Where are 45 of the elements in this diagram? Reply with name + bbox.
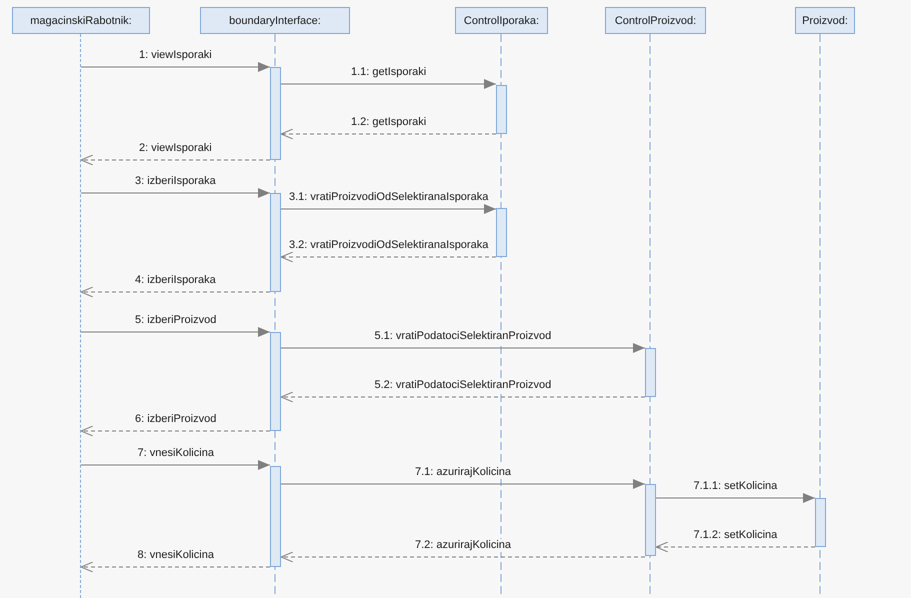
- message-arrow: [80, 327, 270, 337]
- message-arrow: [280, 552, 646, 562]
- message-label: 3.2: vratiProizvodiOdSelektiranaIsporaka: [287, 239, 490, 252]
- message-label: 4: izberiIsporaka: [133, 274, 218, 287]
- message-arrow: [80, 188, 270, 198]
- message-label: 3: izberiIsporaka: [133, 175, 218, 188]
- activation-bar: [815, 498, 826, 547]
- participant-box: ControlIporaka:: [455, 7, 548, 34]
- message-arrow: [80, 286, 270, 298]
- activation-bar: [270, 466, 281, 567]
- message-label: 1.2: getIsporaki: [349, 116, 428, 129]
- activation-bar: [496, 85, 507, 134]
- participant-box: magacinskiRabotnik:: [12, 7, 150, 34]
- message-label: 1: viewIsporaki: [137, 49, 214, 62]
- activation-bar: [270, 193, 281, 292]
- message-arrow: [280, 252, 496, 262]
- participant-box: ControlProizvod:: [605, 7, 706, 34]
- message-label: 5.2: vratiPodatociSelektiranProizvod: [372, 379, 554, 392]
- message-label: 3.1: vratiProizvodiOdSelektiranaIsporaka: [287, 191, 490, 204]
- message-arrow: [280, 392, 646, 402]
- message-arrow: [280, 343, 646, 353]
- message-arrow: [80, 62, 270, 72]
- activation-bar: [496, 208, 507, 257]
- activation-bar: [645, 484, 656, 556]
- message-arrow: [80, 154, 270, 166]
- participant-box: Proizvod:: [795, 7, 855, 34]
- activation-bar: [270, 67, 281, 160]
- activation-bar: [270, 332, 281, 431]
- message-arrow: [280, 479, 646, 489]
- message-arrow: [80, 460, 270, 470]
- message-label: 7.1: azurirajKolicina: [413, 466, 513, 479]
- message-arrow: [280, 79, 496, 89]
- message-arrow: [80, 426, 270, 436]
- message-label: 1.1: getIsporaki: [349, 66, 428, 79]
- message-label: 2: viewIsporaki: [137, 142, 214, 155]
- lifeline: [80, 34, 81, 598]
- message-arrow: [656, 493, 816, 503]
- message-arrow: [80, 562, 270, 572]
- message-arrow: [656, 542, 816, 552]
- message-label: 5.1: vratiPodatociSelektiranProizvod: [372, 330, 554, 343]
- participant-box: boundaryInterface:: [200, 7, 350, 34]
- message-arrow: [280, 204, 496, 214]
- message-arrow: [280, 128, 496, 140]
- activation-bar: [645, 348, 656, 397]
- message-label: 7.2: azurirajKolicina: [413, 539, 513, 552]
